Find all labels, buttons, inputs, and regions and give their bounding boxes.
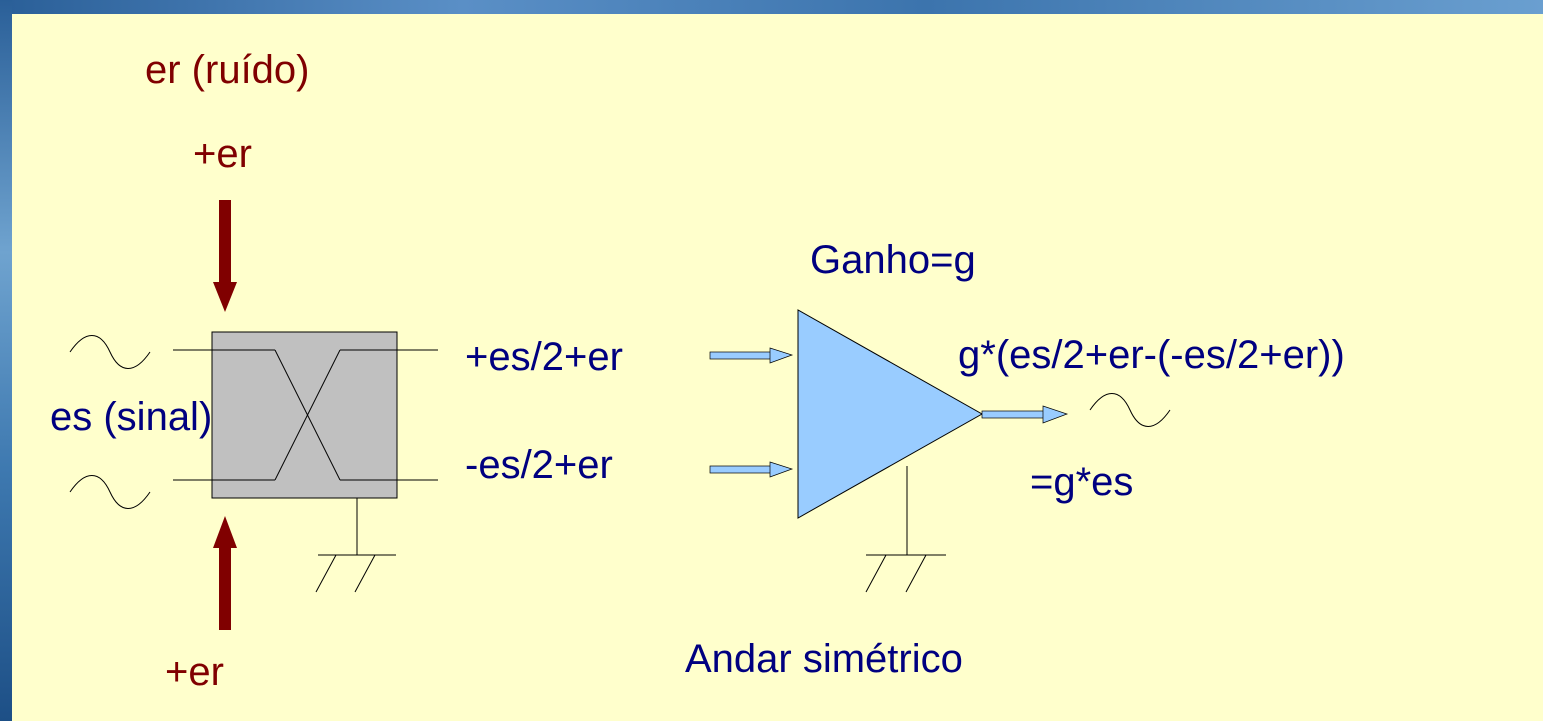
output-arrow bbox=[981, 405, 1069, 424]
noise-arrow-bottom bbox=[213, 516, 237, 630]
sine-wave-top-icon bbox=[69, 335, 151, 369]
noise-top-label: +er bbox=[193, 132, 252, 176]
slide-frame-top bbox=[0, 0, 1543, 14]
gain-label: Ganho=g bbox=[810, 238, 976, 282]
output-expression-label: g*(es/2+er-(-es/2+er)) bbox=[958, 333, 1345, 377]
transformer-box bbox=[211, 331, 398, 499]
slide-frame-left bbox=[0, 0, 12, 721]
input-arrow-minus bbox=[709, 461, 794, 478]
transformer-wiring bbox=[173, 349, 438, 481]
input-arrow-plus bbox=[709, 347, 794, 364]
amplifier-triangle bbox=[797, 309, 984, 519]
noise-title-label: er (ruído) bbox=[145, 48, 310, 92]
ground-symbol-amplifier-icon bbox=[865, 466, 946, 593]
noise-bottom-label: +er bbox=[165, 650, 224, 694]
output-result-label: =g*es bbox=[1030, 460, 1133, 504]
output-minus-label: -es/2+er bbox=[465, 443, 613, 487]
stage-name-label: Andar simétrico bbox=[685, 637, 963, 681]
sine-wave-output-icon bbox=[1089, 393, 1171, 427]
signal-label: es (sinal) bbox=[50, 395, 212, 439]
noise-arrow-top bbox=[213, 200, 237, 312]
output-plus-label: +es/2+er bbox=[465, 335, 623, 379]
ground-symbol-transformer-icon bbox=[315, 498, 396, 593]
sine-wave-bottom-icon bbox=[69, 475, 151, 509]
